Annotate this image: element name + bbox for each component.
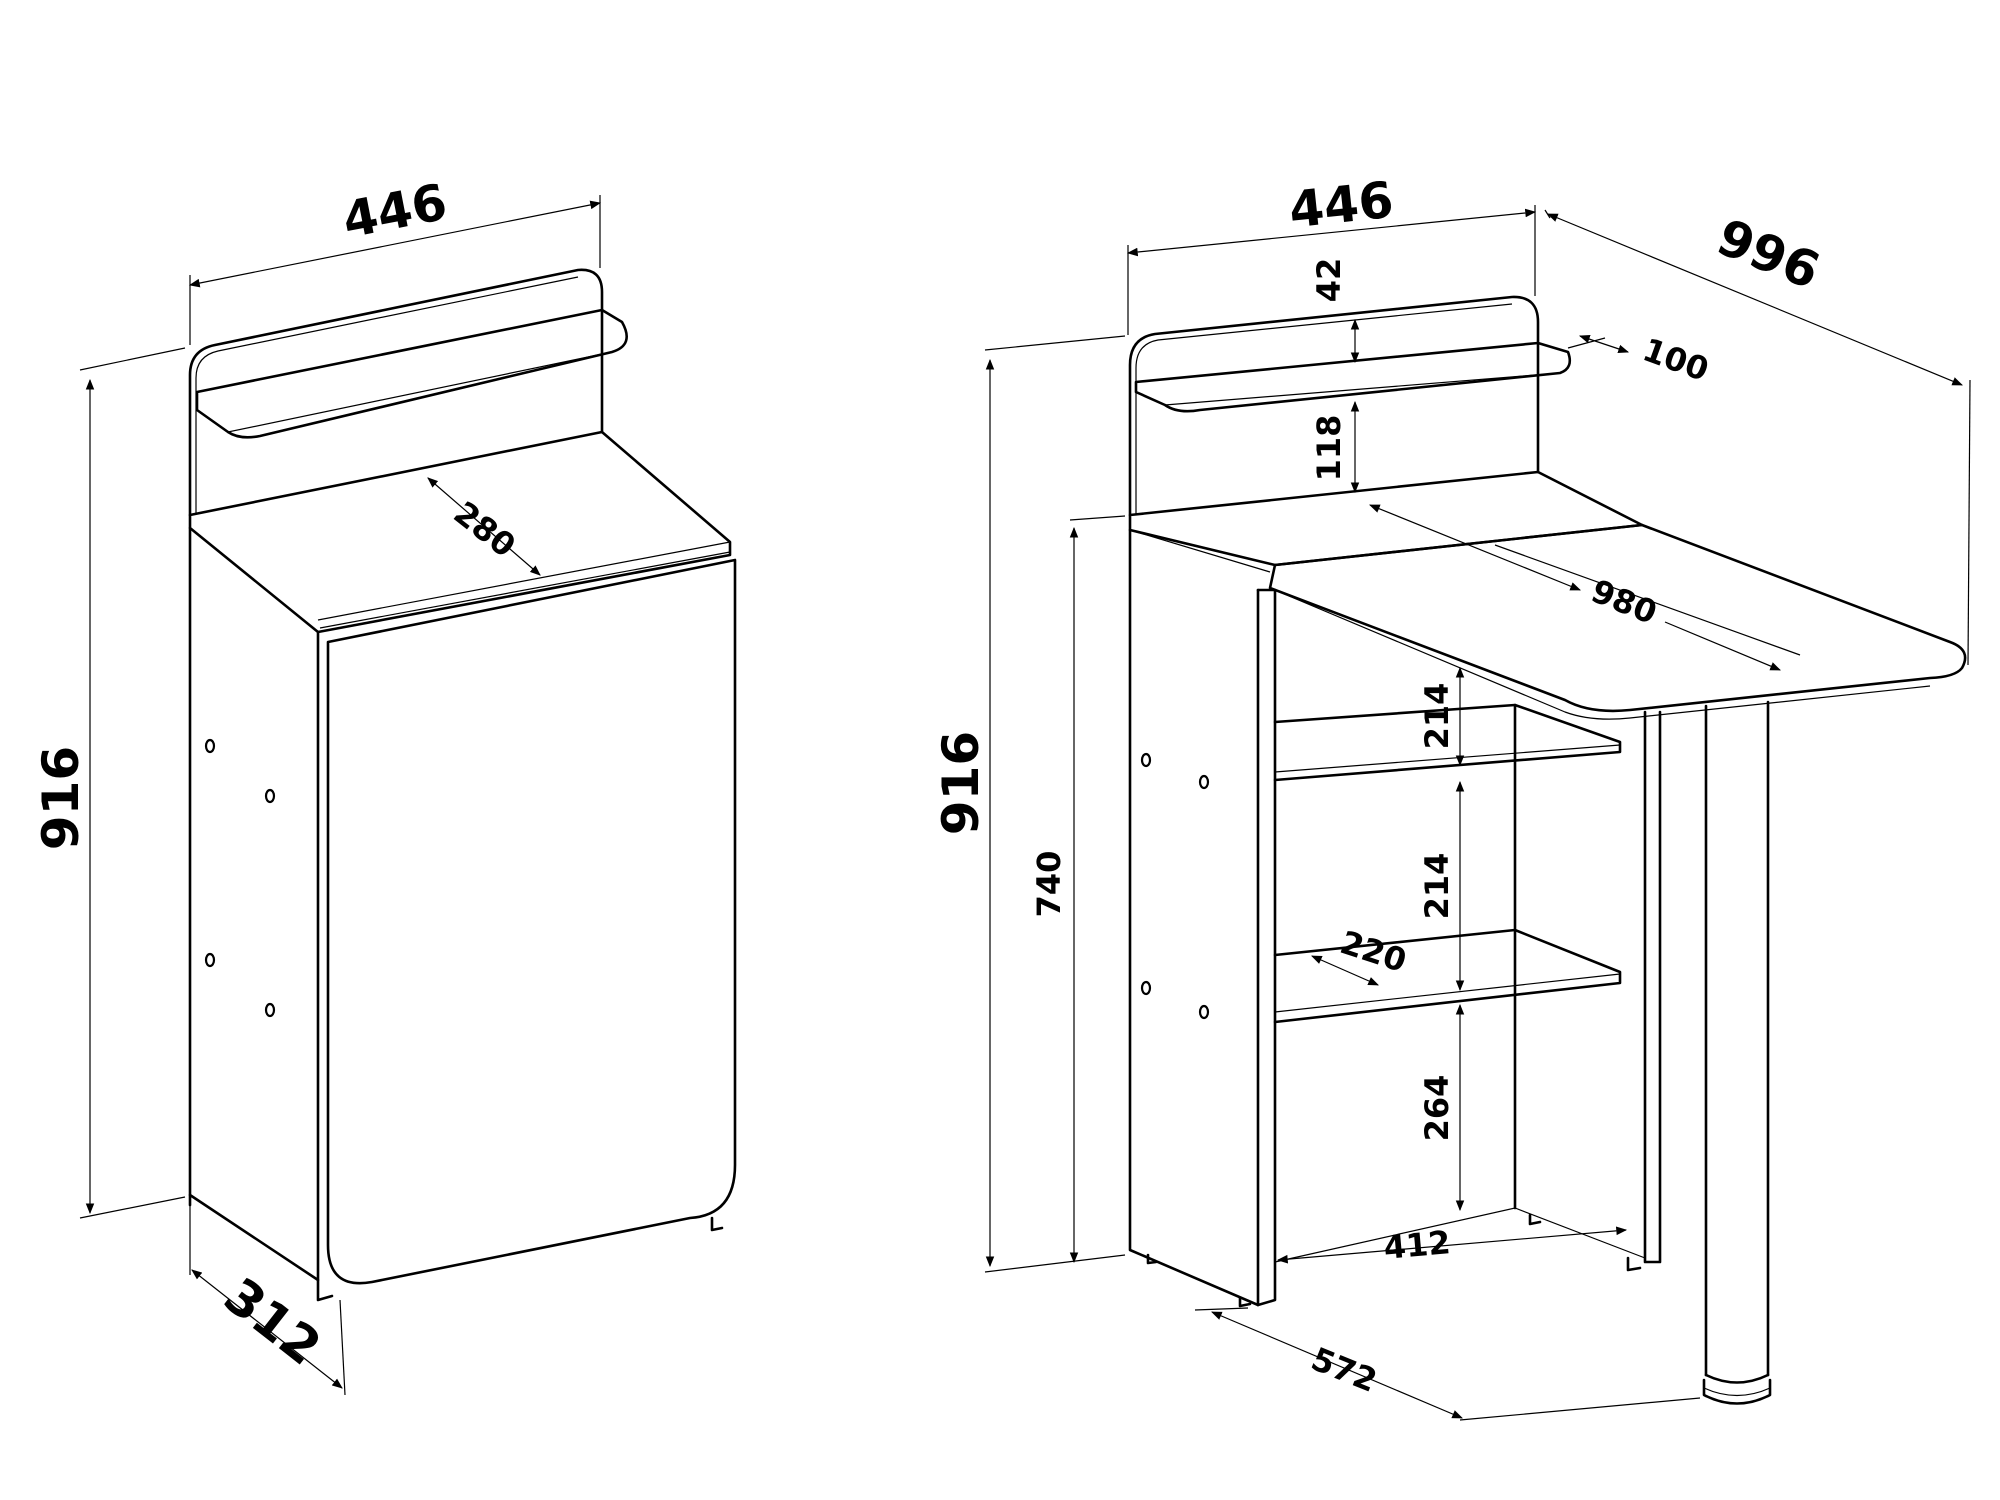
hinge-hole <box>1198 774 1210 790</box>
dim-closed-height: 916 <box>32 746 90 850</box>
dim-shelf-gap-upper: 214 <box>1418 683 1456 750</box>
dim-closed-width: 446 <box>338 173 452 250</box>
hinge-hole <box>264 1002 276 1018</box>
hinge-hole <box>1140 980 1152 996</box>
open-cabinet: 446 996 916 740 42 118 100 980 214 <box>932 171 1971 1421</box>
dim-top-shelf-thickness: 42 <box>1310 258 1348 303</box>
dim-table-length: 980 <box>1586 572 1662 632</box>
dim-top-shelf-depth: 100 <box>1638 330 1714 389</box>
hinge-hole <box>1140 752 1152 768</box>
dim-open-table-height: 740 <box>1030 851 1068 918</box>
dim-open-width: 446 <box>1286 171 1396 240</box>
dim-shelf-gap-middle: 214 <box>1418 853 1456 920</box>
hinge-hole <box>264 788 276 804</box>
dim-open-total-depth: 996 <box>1709 208 1828 301</box>
dim-open-height: 916 <box>932 731 990 835</box>
hinge-hole <box>204 738 216 754</box>
dim-closed-depth: 312 <box>213 1267 331 1377</box>
dim-top-shelf-clearance: 118 <box>1310 415 1348 482</box>
dim-inner-width: 412 <box>1382 1223 1452 1267</box>
hinge-hole <box>204 952 216 968</box>
hinge-hole <box>1198 1004 1210 1020</box>
closed-cabinet: 446 916 312 280 <box>32 173 737 1396</box>
dim-shelf-gap-lower: 264 <box>1418 1075 1456 1142</box>
dim-base-depth: 572 <box>1306 1340 1382 1400</box>
